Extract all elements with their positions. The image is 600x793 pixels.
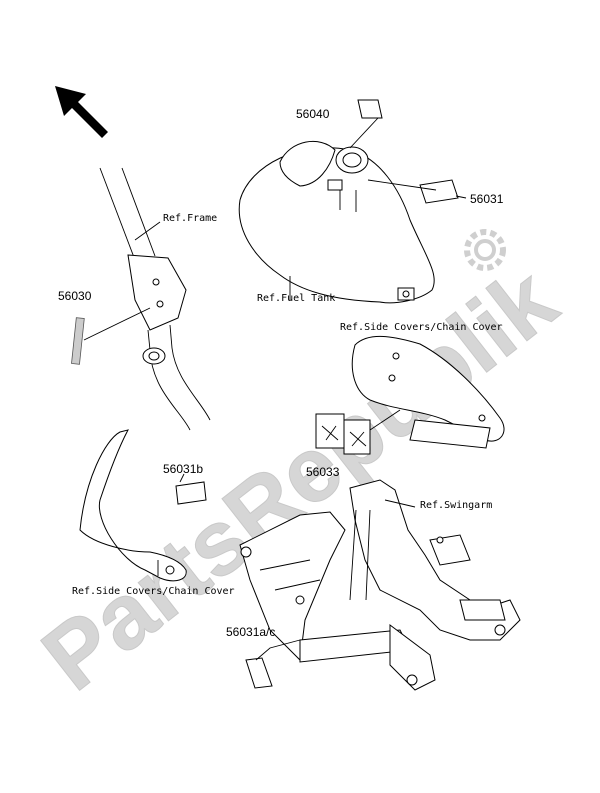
side-cover-bottom: 56031b: [79, 429, 207, 582]
part-number-56033: 56033: [306, 465, 340, 479]
part-number-56031ac: 56031a/c: [226, 625, 275, 639]
fuel-tank: [238, 141, 435, 304]
label-56030: 56030: [58, 289, 151, 365]
part-number-56030: 56030: [58, 289, 92, 303]
direction-arrow-icon: [55, 86, 108, 138]
label-ref-fuel-tank: Ref.Fuel Tank: [257, 293, 335, 304]
label-56031: 56031: [367, 179, 504, 206]
label-56031ac: 56031a/c: [226, 625, 301, 689]
part-number-56031: 56031: [470, 192, 504, 206]
label-ref-swingarm: Ref.Swingarm: [420, 500, 492, 511]
label-56033: 56033: [306, 409, 401, 479]
frame-tube: [99, 167, 211, 431]
label-ref-frame: Ref.Frame: [163, 213, 217, 224]
label-ref-side-covers-bottom: Ref.Side Covers/Chain Cover: [72, 586, 235, 597]
gear-icon: [464, 229, 506, 271]
label-56040: 56040: [296, 99, 383, 149]
swingarm: [239, 479, 521, 691]
part-number-56031b: 56031b: [163, 462, 203, 476]
label-ref-side-covers-top: Ref.Side Covers/Chain Cover: [340, 322, 503, 333]
side-cover-top: [351, 335, 505, 449]
part-number-56040: 56040: [296, 107, 330, 121]
